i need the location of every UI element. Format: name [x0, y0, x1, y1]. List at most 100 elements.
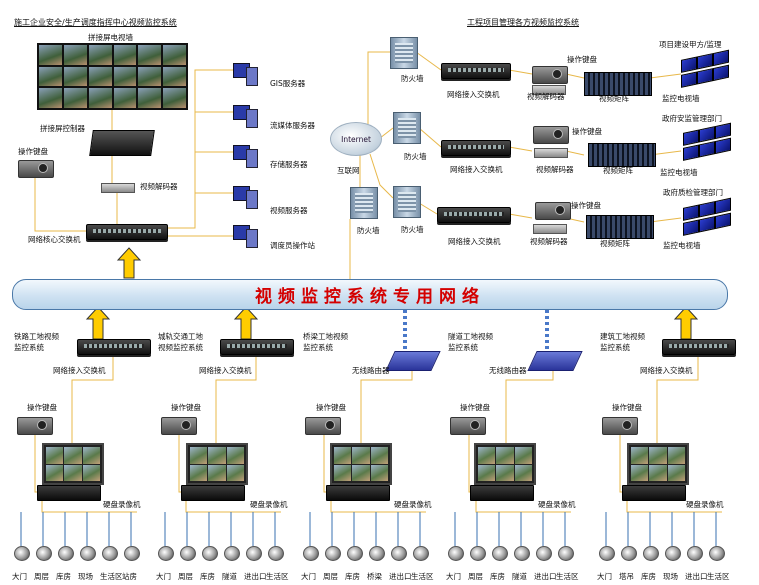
wire-switch-gis — [166, 69, 233, 229]
site2-dvr-label: 硬盘录像机 — [250, 500, 288, 509]
wire-fw2-switch2 — [418, 127, 442, 148]
wire-site5-uplink — [656, 353, 699, 443]
site3-keyboard-label: 操作键盘 — [316, 403, 346, 412]
camera-icon — [470, 546, 486, 561]
camera-label: 进出口 — [244, 572, 267, 581]
camera-icon — [124, 546, 140, 561]
site3-title-line1: 桥梁工地视频 — [303, 332, 348, 341]
wire-branch3-tvwall — [649, 217, 682, 223]
camera-label: 大门 — [597, 572, 612, 581]
branch3-matrix-label: 视频矩阵 — [600, 239, 630, 248]
site1-title: 铁路工地视频 监控系统 — [14, 331, 59, 353]
camera-icon — [102, 546, 118, 561]
camera-label: 站房 — [122, 572, 137, 581]
camera-icon — [347, 546, 363, 561]
branch1-matrix-icon — [584, 72, 652, 96]
camera-label: 库房 — [641, 572, 656, 581]
site5-dvr-icon — [622, 485, 686, 501]
camera-icon — [325, 546, 341, 561]
wire-branch2-matrix — [565, 150, 585, 156]
camera-label: 周层 — [178, 572, 193, 581]
site3-monitor — [330, 443, 392, 485]
internet-cloud-label: Internet — [341, 134, 371, 144]
wire-site2-dvr-bus — [185, 499, 281, 513]
site5-title-line2: 监控系统 — [600, 343, 630, 352]
camera-icon — [369, 546, 385, 561]
camera-icon — [268, 546, 284, 561]
camera-icon — [643, 546, 659, 561]
server-label-video: 视频服务器 — [270, 206, 308, 215]
branch2-keyboard-label: 操作键盘 — [572, 127, 602, 136]
wire-site5-dvr-bus — [626, 499, 722, 513]
camera-icon — [709, 546, 725, 561]
site4-router-icon — [527, 351, 583, 371]
camera-label: 周层 — [468, 572, 483, 581]
camera-icon — [58, 546, 74, 561]
wall-controller — [89, 130, 155, 156]
site2-keyboard-icon — [161, 417, 197, 435]
site2-keyboard-label: 操作键盘 — [171, 403, 201, 412]
site2-title-line1: 城轨交通工地 — [158, 332, 203, 341]
site1-title-line1: 铁路工地视频 — [14, 332, 59, 341]
branch3-decoder-icon — [533, 224, 567, 234]
camera-label: 生活区 — [266, 572, 289, 581]
site4-uplink-label: 无线路由器 — [489, 366, 527, 375]
wire-site3-uplink — [360, 369, 413, 443]
camera-label: 周层 — [34, 572, 49, 581]
camera-icon — [158, 546, 174, 561]
wire-site1-keyboard — [34, 433, 37, 493]
camera-icon — [621, 546, 637, 561]
site4-keyboard-icon — [450, 417, 486, 435]
camera-label: 桥梁 — [367, 572, 382, 581]
site2-uplink-label: 网络接入交换机 — [199, 366, 252, 375]
camera-label: 大门 — [156, 572, 171, 581]
site4-dvr-label: 硬盘录像机 — [538, 500, 576, 509]
camera-label: 库房 — [200, 572, 215, 581]
site3-title-line2: 监控系统 — [303, 343, 333, 352]
site4-title: 隧道工地视频 监控系统 — [448, 331, 493, 353]
camera-label: 生活区 — [100, 572, 123, 581]
site5-keyboard-icon — [602, 417, 638, 435]
camera-icon — [202, 546, 218, 561]
branch3-firewall-icon — [393, 186, 421, 218]
branch2-firewall-icon — [393, 112, 421, 144]
uplink-arrow-site5 — [673, 306, 699, 340]
wire-fw3-switch3 — [418, 202, 438, 215]
wire-site4-uplink — [505, 369, 554, 443]
site1-switch-icon — [77, 339, 151, 355]
camera-icon — [665, 546, 681, 561]
branch2-decoder-icon — [534, 148, 568, 158]
wire-fw1-switch1 — [415, 51, 442, 71]
wire-branch1-decoder — [508, 69, 533, 75]
branch3-keyboard-label: 操作键盘 — [571, 201, 601, 210]
camera-label: 大门 — [12, 572, 27, 581]
site2-title-line2: 视频监控系统 — [158, 343, 203, 352]
branch3-switch-icon — [437, 207, 511, 223]
core-switch-icon — [86, 224, 168, 240]
branch3-firewall-label: 防火墙 — [401, 225, 424, 234]
dispatcher-station-icon — [233, 225, 258, 248]
site4-monitor — [474, 443, 536, 485]
network-bus-label: 视频监控系统专用网络 — [255, 287, 485, 307]
camera-label: 隧道 — [222, 572, 237, 581]
branch3-matrix-icon — [586, 215, 654, 239]
site4-dvr-icon — [470, 485, 534, 501]
camera-label: 进出口 — [389, 572, 412, 581]
server-label-storage: 存储服务器 — [270, 160, 308, 169]
branch2-switch-icon — [441, 140, 511, 156]
site1-uplink-label: 网络接入交换机 — [53, 366, 106, 375]
branch3-switch-label: 网络接入交换机 — [448, 237, 501, 246]
wire-site1-dvr-bus — [41, 499, 137, 513]
camera-icon — [599, 546, 615, 561]
site3-title: 桥梁工地视频 监控系统 — [303, 331, 348, 353]
camera-label: 生活区 — [707, 572, 730, 581]
gis-server-icon — [233, 63, 258, 86]
camera-icon — [36, 546, 52, 561]
branch2-switch-label: 网络接入交换机 — [450, 165, 503, 174]
internet-label: 互联网 — [337, 166, 360, 175]
camera-icon — [14, 546, 30, 561]
site1-monitor — [42, 443, 104, 485]
camera-icon — [687, 546, 703, 561]
camera-icon — [246, 546, 262, 561]
